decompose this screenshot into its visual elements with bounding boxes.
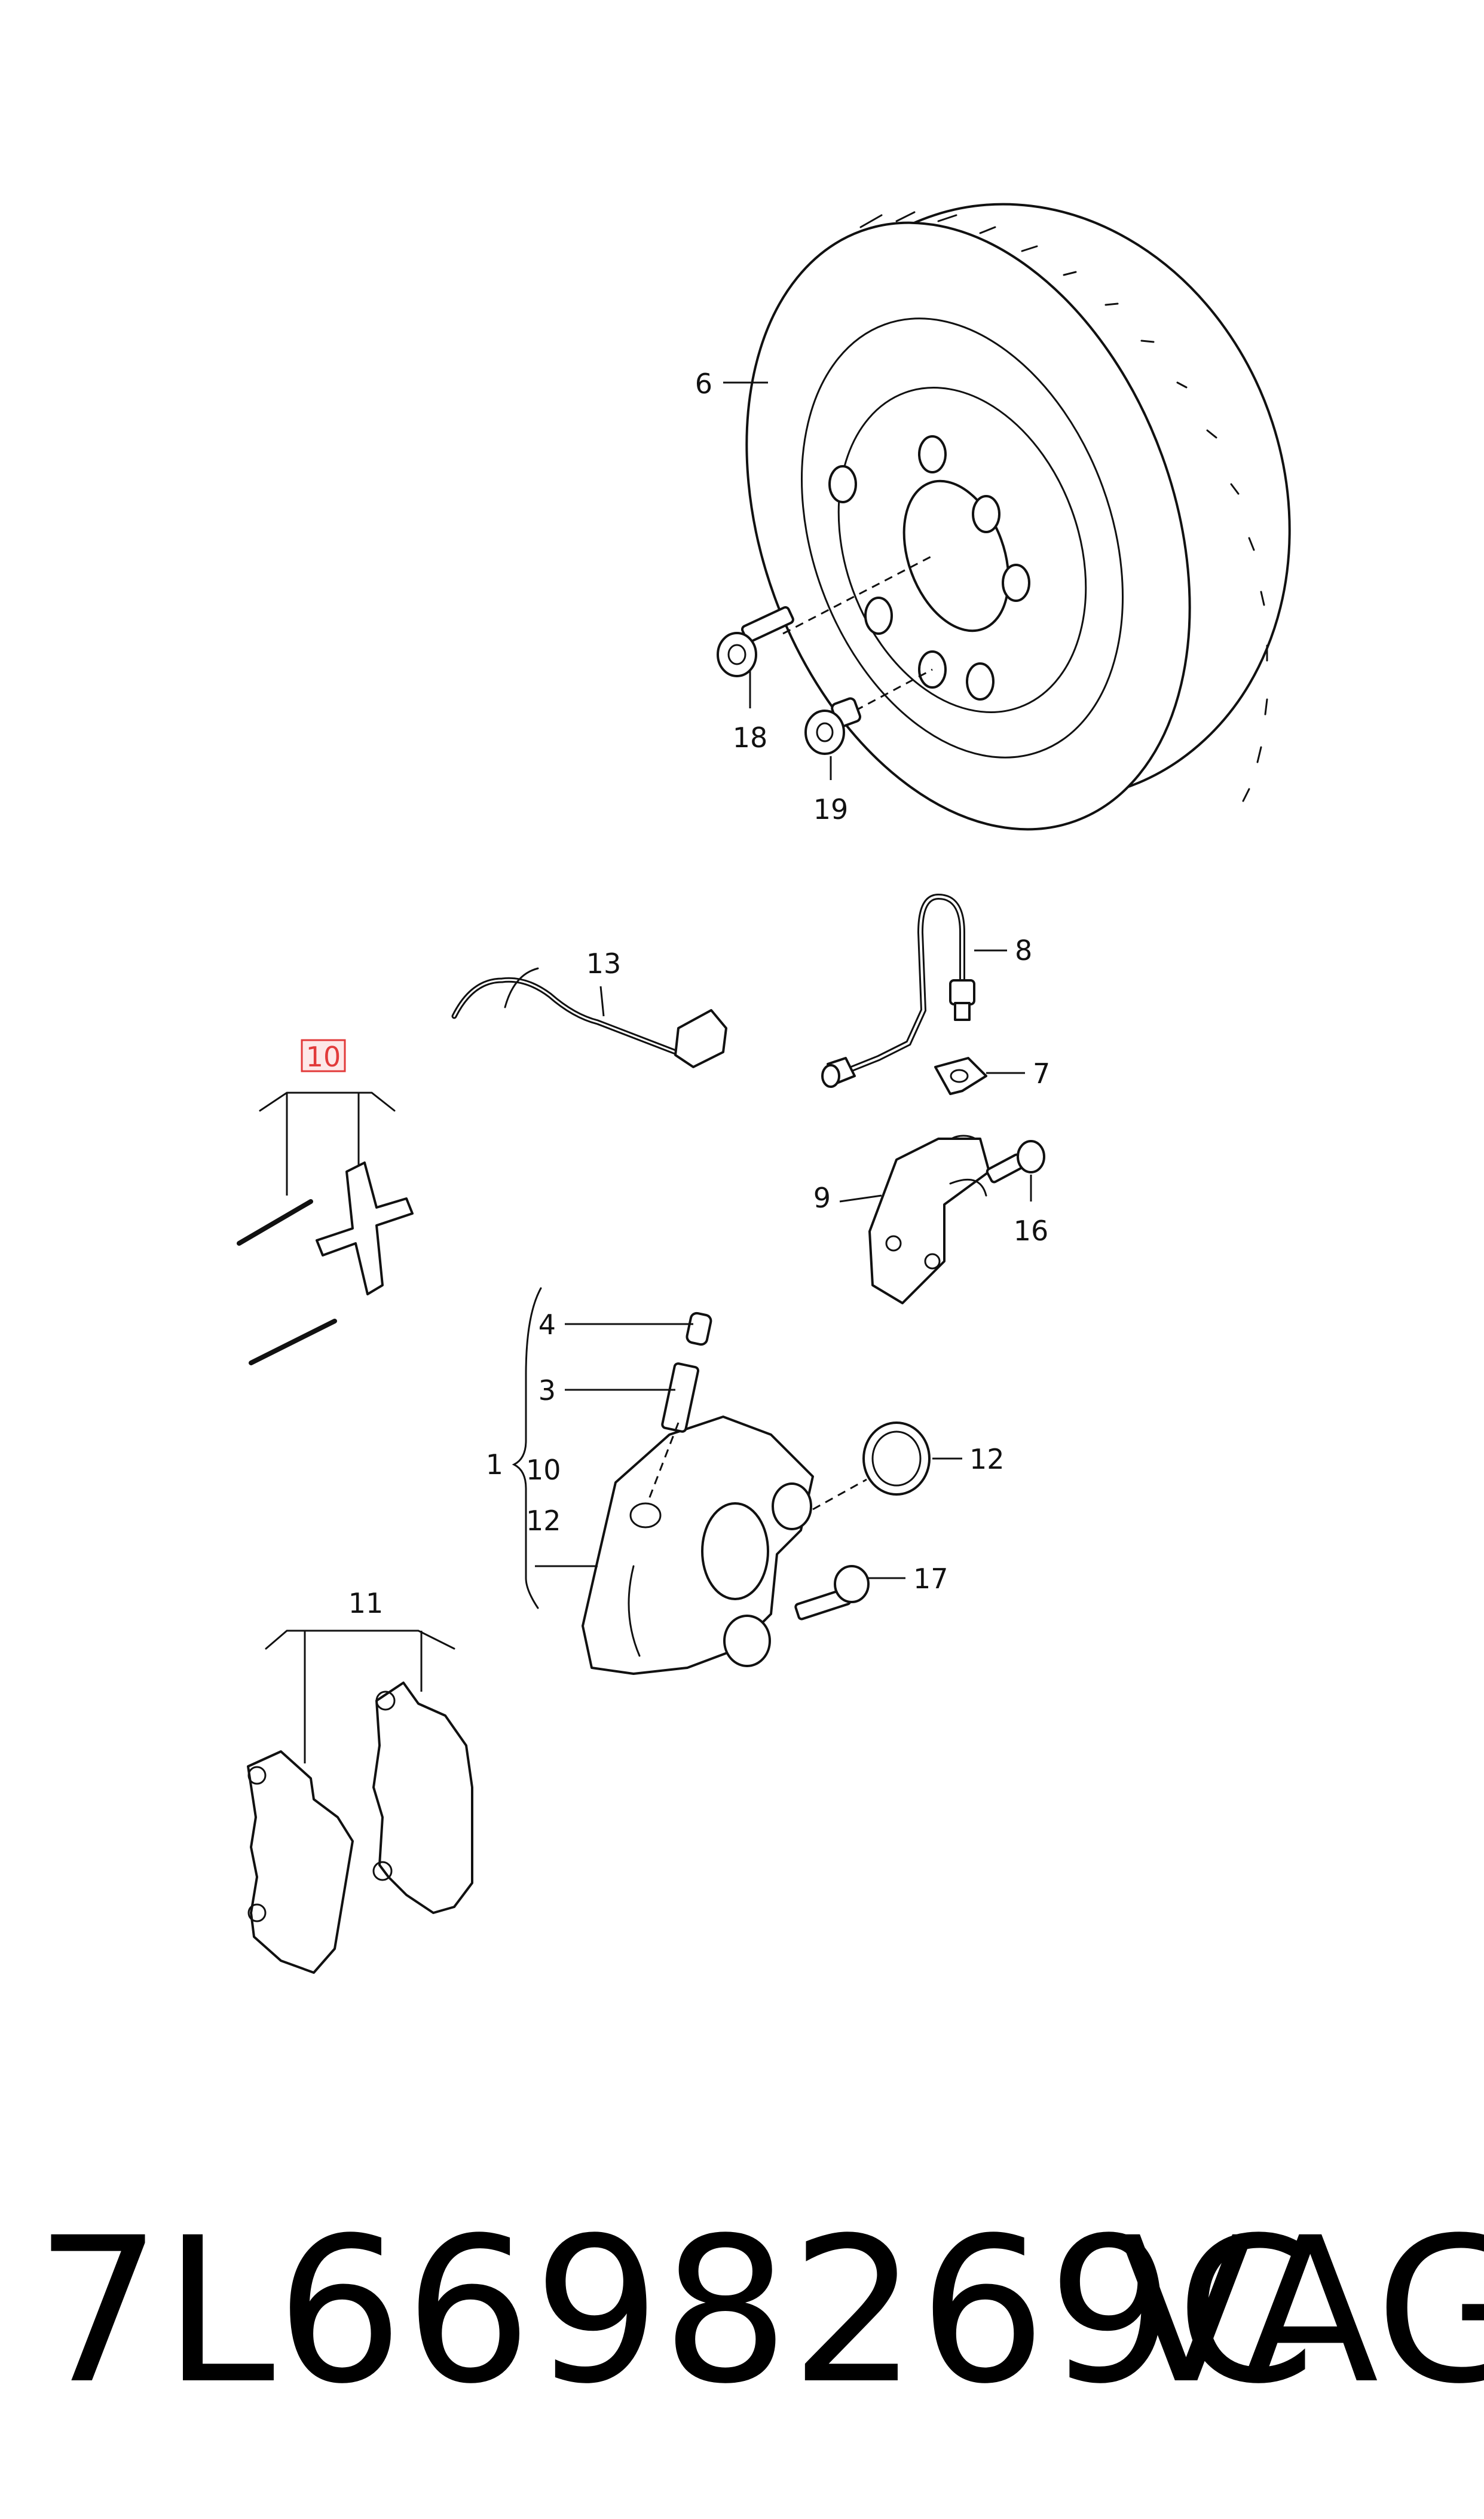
callout-17: 17 [913,1563,948,1595]
seal-ring-12 [812,1421,931,1511]
callout-1: 1 [486,1448,503,1481]
brake-pads [247,1630,473,1974]
callout-6: 6 [695,368,712,400]
pins-and-spring [237,1092,414,1365]
bleed-valve-3 [647,1362,700,1501]
bolt-16 [986,1140,1045,1184]
bracket-7 [934,1057,987,1095]
callout-7: 7 [1033,1057,1050,1090]
exploded-parts-diagram: 10 6 18 19 13 8 7 9 16 4 3 1 10 12 12 17… [237,203,1291,1974]
bolt-18 [717,606,794,677]
bolt-17 [794,1565,870,1621]
brake-caliper [582,1416,814,1675]
brake-line [821,893,975,1088]
callout-12-group: 12 [526,1505,561,1537]
leader-lines [512,381,1032,1609]
callout-13: 13 [586,947,622,980]
callout-12: 12 [969,1443,1005,1475]
bolt-19 [804,697,862,755]
dust-cap-4 [686,1312,712,1346]
callout-19: 19 [813,793,849,826]
part-number: 7L6698269C [35,2195,1317,2428]
callout-3: 3 [538,1374,556,1407]
brand-name: VAG [1118,2195,1484,2428]
callout-8: 8 [1015,934,1032,967]
callout-11: 11 [348,1587,384,1619]
holder-9 [868,1135,990,1304]
callout-18: 18 [733,722,768,754]
callout-10-group: 10 [526,1454,561,1486]
callout-9: 9 [813,1182,831,1214]
brake-disc [745,203,1291,831]
callout-16: 16 [1014,1215,1049,1247]
callout-4: 4 [538,1309,556,1341]
wear-sensor [451,967,727,1068]
callout-10-highlighted[interactable]: 10 [306,1041,341,1073]
